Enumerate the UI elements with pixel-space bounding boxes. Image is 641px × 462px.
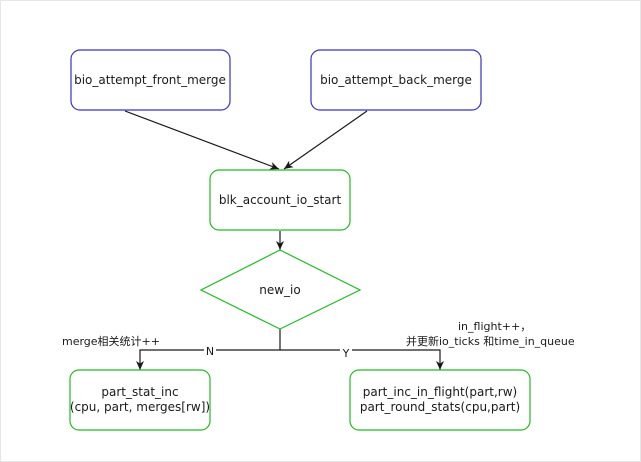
- node-label: new_io: [259, 283, 300, 297]
- edge-label-no: N: [206, 345, 214, 358]
- node-label: bio_attempt_front_merge: [74, 73, 226, 87]
- edge-new-io-yes-branch: [280, 349, 444, 370]
- annotation-in-flight-line2: 并更新io_ticks 和time_in_queue: [406, 334, 575, 348]
- node-bio-attempt-back-merge: bio_attempt_back_merge: [310, 49, 482, 111]
- node-label-line1: part_stat_inc: [101, 385, 178, 399]
- edge-back-merge-to-io-start: [283, 110, 368, 170]
- node-label: blk_account_io_start: [219, 193, 342, 207]
- annotation-merge-stats: merge相关统计++: [62, 334, 160, 348]
- node-label-line2: (cpu, part, merges[rw]): [70, 400, 210, 414]
- node-label: bio_attempt_back_merge: [320, 73, 472, 87]
- node-new-io-decision: new_io: [199, 249, 362, 330]
- node-part-stat-inc: part_stat_inc (cpu, part, merges[rw]): [69, 369, 211, 431]
- no-label-bg: [204, 344, 216, 357]
- node-bio-attempt-front-merge: bio_attempt_front_merge: [70, 49, 231, 111]
- node-part-inc-in-flight: part_inc_in_flight(part,rw) part_round_s…: [349, 369, 531, 431]
- yes-label-bg: [340, 346, 352, 359]
- node-label-line2: part_round_stats(cpu,part): [360, 400, 520, 414]
- node-blk-account-io-start: blk_account_io_start: [209, 169, 351, 231]
- edge-label-yes: Y: [342, 347, 350, 360]
- edge-front-merge-to-io-start: [124, 110, 280, 170]
- annotation-in-flight-line1: in_flight++，: [458, 320, 531, 333]
- node-label-line1: part_inc_in_flight(part,rw): [363, 385, 517, 399]
